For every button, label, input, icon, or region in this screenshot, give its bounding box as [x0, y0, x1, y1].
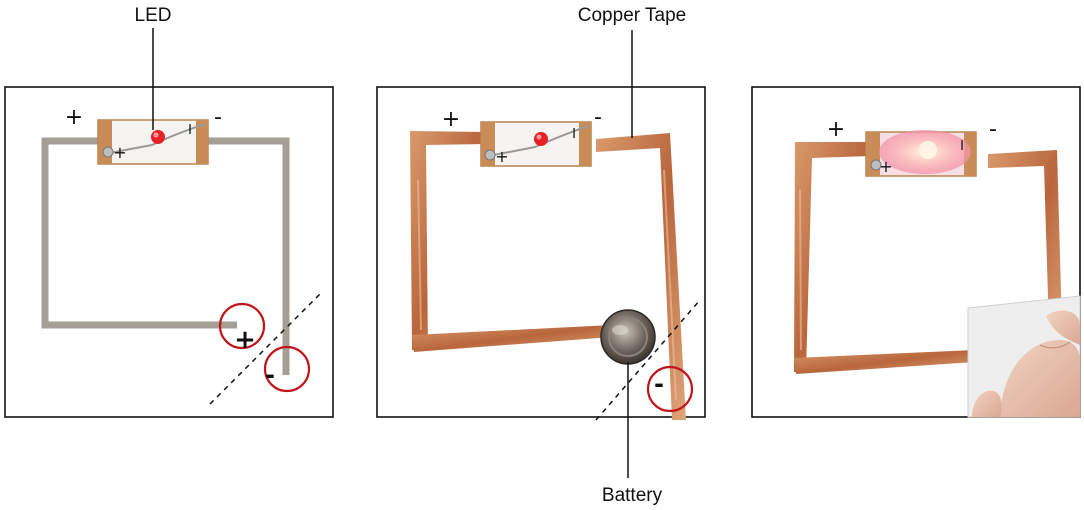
negative-contact-circle — [646, 365, 694, 413]
minus-sign: - — [214, 105, 222, 130]
coin-battery — [600, 309, 656, 365]
conductive-trace — [41, 137, 237, 329]
led-bulb — [534, 132, 548, 146]
plus-sign: + — [442, 107, 460, 132]
battery-label: Battery — [602, 485, 663, 506]
led-plus-mark: + — [495, 147, 508, 166]
led-plus-mark: + — [113, 143, 126, 162]
panel-lit-circuit — [751, 86, 1081, 418]
led-module-lit — [865, 130, 977, 177]
contact-minus-sign: - — [265, 361, 275, 389]
copper-tape — [410, 131, 686, 420]
plus-sign: + — [65, 105, 83, 130]
hand-pressing-paper — [967, 295, 1081, 418]
led-bulb — [151, 130, 165, 144]
fold-line — [209, 291, 323, 405]
minus-sign: - — [989, 117, 997, 142]
led-bulb — [919, 141, 937, 159]
panel-schematic — [4, 86, 334, 418]
led-label: LED — [135, 5, 172, 26]
panel-copper-circuit — [376, 86, 706, 421]
contact-plus-sign: + — [234, 325, 256, 355]
fold-line — [595, 299, 701, 421]
led-plus-mark: + — [879, 157, 892, 176]
led-minus-mark: I — [960, 139, 964, 154]
copper-tape-label: Copper Tape — [578, 5, 686, 26]
led-module — [480, 121, 592, 167]
negative-contact-circle — [263, 345, 311, 393]
conductive-trace — [205, 137, 290, 375]
minus-sign: - — [594, 105, 602, 130]
positive-contact-circle — [218, 302, 266, 350]
led-minus-mark: I — [188, 123, 192, 138]
contact-minus-sign: - — [654, 370, 664, 398]
led-minus-mark: I — [572, 127, 576, 142]
plus-sign: + — [827, 117, 845, 142]
